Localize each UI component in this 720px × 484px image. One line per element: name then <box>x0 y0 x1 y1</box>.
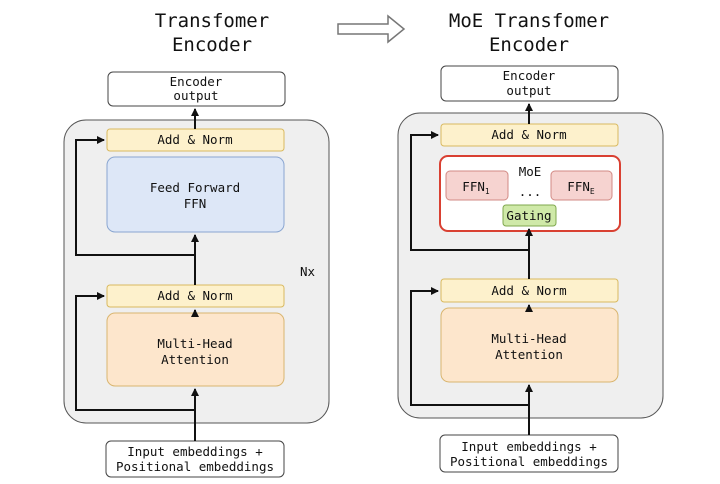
left-ffn-box <box>106 156 285 233</box>
right-add-norm-bottom-label: Add & Norm <box>491 283 566 298</box>
right-residual-arrow-bottom <box>410 287 529 406</box>
left-residual-arrow-top <box>75 136 195 256</box>
right-title-line2: Encoder <box>489 34 569 56</box>
left-encoder-output-line1: Encoder <box>170 74 223 89</box>
left-attention-line2: Attention <box>161 352 229 367</box>
right-moe-label: MoE <box>519 164 542 179</box>
left-encoder-output-line2: output <box>173 88 218 103</box>
left-input-line1: Input embeddings + <box>127 444 262 459</box>
right-gating-box <box>502 204 557 227</box>
left-title-line2: Encoder <box>172 34 252 56</box>
left-transformer-diagram: Transfomer Encoder Encoder output Add & … <box>63 10 330 478</box>
right-encoder-output-box <box>440 65 619 102</box>
right-attention-line1: Multi-Head <box>491 331 566 346</box>
right-expert-ellipsis: ... <box>519 184 542 199</box>
right-encoder-output-line2: output <box>506 83 551 98</box>
right-add-norm-top-label: Add & Norm <box>491 127 566 142</box>
right-expert-last-box <box>550 170 613 201</box>
left-input-line2: Positional embeddings <box>116 459 274 474</box>
transition-arrow-icon <box>337 14 406 44</box>
right-title-line1: MoE Transfomer <box>449 10 609 32</box>
left-add-norm-bottom-label: Add & Norm <box>157 288 232 303</box>
left-encoder-output-box <box>107 71 286 107</box>
right-input-line2: Positional embeddings <box>450 454 608 469</box>
left-nx-label: Nx <box>300 264 316 279</box>
right-residual-arrow-top <box>410 131 529 251</box>
left-attention-line1: Multi-Head <box>157 336 232 351</box>
left-add-norm-top-label: Add & Norm <box>157 132 232 147</box>
right-input-line1: Input embeddings + <box>461 439 596 454</box>
right-expert-last-label: FFNE <box>567 179 595 196</box>
right-gating-label: Gating <box>506 208 551 223</box>
right-moe-diagram: MoE Transfomer Encoder Encoder output Ad… <box>397 10 664 473</box>
left-residual-arrow-bottom <box>75 292 195 411</box>
right-attention-line2: Attention <box>495 347 563 362</box>
left-title-line1: Transfomer <box>155 10 269 32</box>
right-expert-first-box <box>445 170 509 201</box>
left-ffn-line2: FFN <box>184 196 207 211</box>
right-expert-first-label: FFN1 <box>462 179 490 196</box>
right-encoder-output-line1: Encoder <box>503 68 556 83</box>
left-ffn-line1: Feed Forward <box>150 180 240 195</box>
